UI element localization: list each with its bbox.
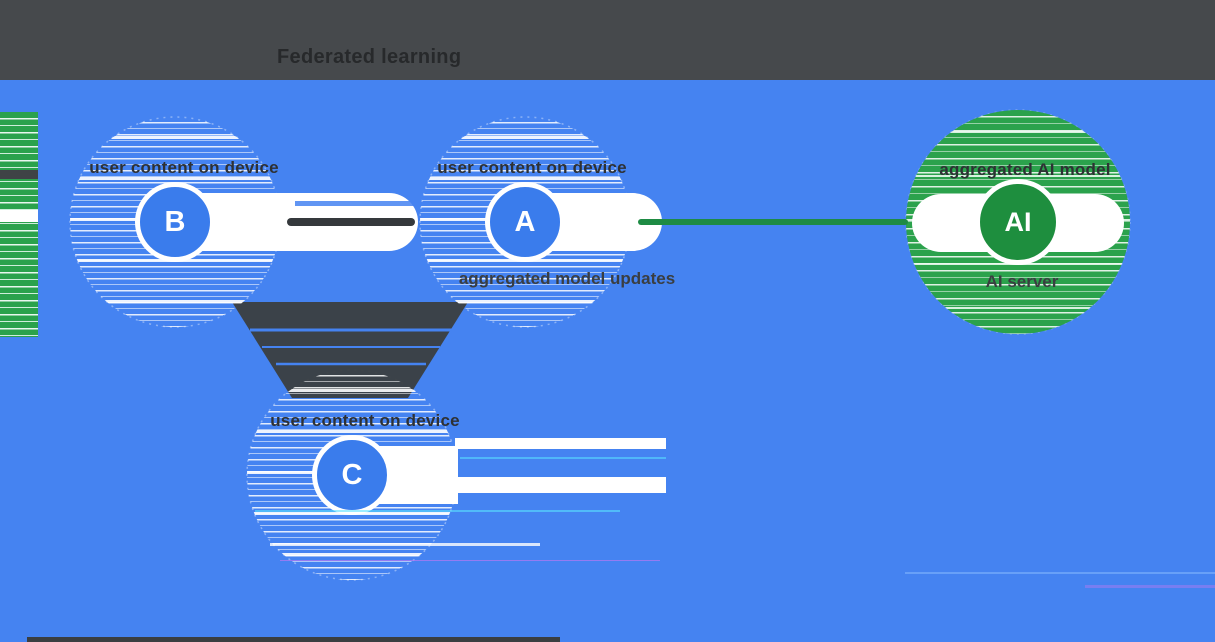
glitch-band-c-lower <box>455 477 666 493</box>
ai-server-disc: AI <box>975 179 1061 265</box>
wrapped-white-scanline <box>0 210 38 222</box>
bottom-dark-sliver <box>27 637 560 642</box>
device-c-label: user content on device <box>270 411 460 430</box>
device-b-disc: B <box>135 182 215 262</box>
glitch-scanline-1 <box>255 510 620 512</box>
link-a-to-ai-server <box>638 219 908 225</box>
glitch-band-c-upper <box>455 438 666 449</box>
glitch-scanline-5 <box>905 572 1215 574</box>
link-b-to-a <box>287 218 415 226</box>
device-a-label: user content on device <box>437 158 627 177</box>
ai-server-letter: AI <box>1004 206 1032 237</box>
ai-server-sublabel: AI server <box>985 272 1059 291</box>
device-a-letter: A <box>514 205 536 238</box>
device-c-disc: C <box>312 435 392 515</box>
glitch-scanline-2 <box>270 543 540 546</box>
device-b-label: user content on device <box>89 158 279 177</box>
ai-server-label: aggregated AI model <box>939 160 1111 179</box>
device-c-letter: C <box>341 458 363 491</box>
wrapped-green-sliver <box>0 112 38 337</box>
wrapped-dark-scanline <box>0 170 38 179</box>
device-a-sublabel: aggregated model updates <box>458 269 676 288</box>
diagram-title: Federated learning <box>277 46 462 68</box>
glitch-scanline-3 <box>280 560 660 561</box>
glitch-scanline-4 <box>460 457 666 459</box>
glitch-line-band-b <box>295 201 415 206</box>
device-a-disc: A <box>485 182 565 262</box>
header-bar: Federated learning <box>0 0 1215 80</box>
device-b-letter: B <box>164 205 186 238</box>
glitch-scanline-6 <box>1085 585 1215 588</box>
